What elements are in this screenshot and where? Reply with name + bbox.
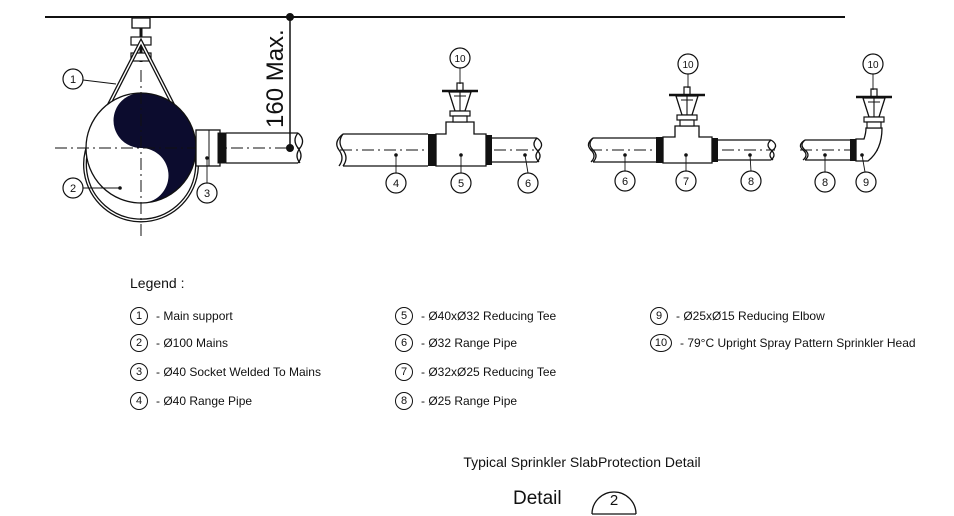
legend-number: 2 xyxy=(130,334,148,352)
callout-3 xyxy=(196,182,218,204)
legend-item-9: 9 - Ø25xØ15 Reducing Elbow xyxy=(650,306,825,326)
callout-10a xyxy=(449,47,471,69)
legend-item-1: 1 - Main support xyxy=(130,306,233,326)
legend-item-4: 4 - Ø40 Range Pipe xyxy=(130,391,252,411)
legend-text: - Ø40 Socket Welded To Mains xyxy=(156,365,321,379)
callout-leaders xyxy=(82,68,874,189)
legend-text: - Ø25xØ15 Reducing Elbow xyxy=(676,309,825,323)
legend-text: - Ø40xØ32 Reducing Tee xyxy=(421,309,557,323)
callout-6b xyxy=(614,170,636,192)
legend-item-8: 8 - Ø25 Range Pipe xyxy=(395,391,517,411)
callout-10a-text: 10 xyxy=(454,54,466,65)
callout-10b xyxy=(677,53,699,75)
callout-1-text: 1 xyxy=(70,74,76,86)
callout-8a-text: 8 xyxy=(748,176,754,188)
callout-1 xyxy=(62,68,84,90)
callout-6a-text: 6 xyxy=(525,178,531,190)
callout-4 xyxy=(385,172,407,194)
callout-8b-text: 8 xyxy=(822,177,828,189)
legend-item-3: 3 - Ø40 Socket Welded To Mains xyxy=(130,362,321,382)
callout-7-text: 7 xyxy=(683,176,689,188)
legend-text: - Ø32xØ25 Reducing Tee xyxy=(421,365,557,379)
detail-label: Detail xyxy=(513,488,562,509)
legend-text: - 79°C Upright Spray Pattern Sprinkler H… xyxy=(680,336,916,350)
callout-6a xyxy=(517,172,539,194)
callout-10c xyxy=(862,53,884,75)
callout-9 xyxy=(855,171,877,193)
tee-40x32-assembly xyxy=(336,121,543,167)
legend-number: 5 xyxy=(395,307,413,325)
legend-item-7: 7 - Ø32xØ25 Reducing Tee xyxy=(395,362,556,382)
legend-text: - Ø32 Range Pipe xyxy=(421,336,518,350)
dimension-160 xyxy=(286,13,294,152)
legend-number: 6 xyxy=(395,334,413,352)
legend-text: - Ø40 Range Pipe xyxy=(156,394,253,408)
legend-number: 7 xyxy=(395,363,413,381)
callout-10b-text: 10 xyxy=(682,60,694,71)
legend-text: - Ø25 Range Pipe xyxy=(421,394,518,408)
callout-3-text: 3 xyxy=(204,188,210,200)
detail-number-arc xyxy=(591,491,637,515)
legend-number: 9 xyxy=(650,307,668,325)
tee-32x25-assembly xyxy=(587,125,777,164)
callout-2 xyxy=(62,177,84,199)
callout-5 xyxy=(450,172,472,194)
callout-10c-text: 10 xyxy=(867,60,879,71)
callout-9-text: 9 xyxy=(863,177,869,189)
legend-text: - Ø100 Mains xyxy=(156,336,229,350)
callout-8a xyxy=(740,170,762,192)
callout-2-text: 2 xyxy=(70,183,76,195)
callout-8b xyxy=(814,171,836,193)
detail-number: 2 xyxy=(609,492,619,509)
callout-5-text: 5 xyxy=(458,178,464,190)
legend-number: 3 xyxy=(130,363,148,381)
legend-number: 4 xyxy=(130,392,148,410)
legend-title: Legend : xyxy=(130,275,185,291)
elbow-25x15-assembly xyxy=(799,127,883,162)
socket-and-branch xyxy=(195,129,304,167)
callout-6b-text: 6 xyxy=(622,176,628,188)
legend-item-6: 6 - Ø32 Range Pipe xyxy=(395,333,517,353)
legend-item-10: 10 - 79°C Upright Spray Pattern Sprinkle… xyxy=(650,333,916,353)
legend-item-2: 2 - Ø100 Mains xyxy=(130,333,228,353)
dimension-text: 160 Max. xyxy=(262,29,289,128)
callout-4-text: 4 xyxy=(393,178,399,190)
legend-item-5: 5 - Ø40xØ32 Reducing Tee xyxy=(395,306,556,326)
legend-number: 8 xyxy=(395,392,413,410)
legend-text: - Main support xyxy=(156,309,233,323)
callout-7 xyxy=(675,170,697,192)
legend-number: 1 xyxy=(130,307,148,325)
legend-number: 10 xyxy=(650,334,672,352)
detail-caption: Typical Sprinkler SlabProtection Detail xyxy=(463,454,701,470)
